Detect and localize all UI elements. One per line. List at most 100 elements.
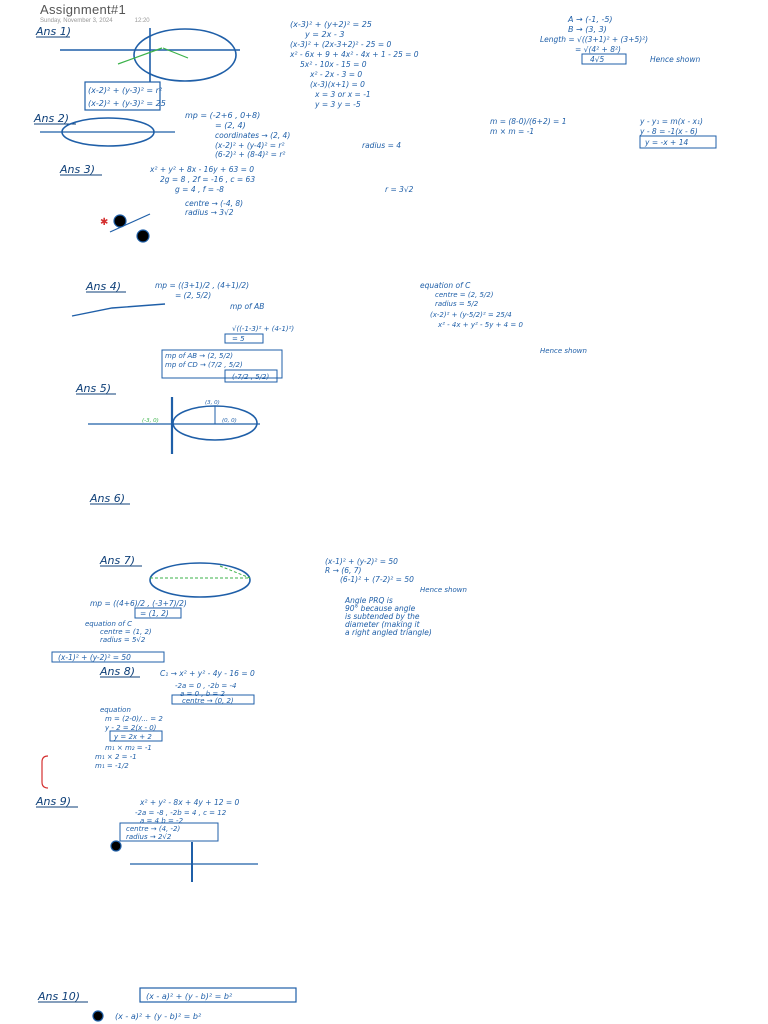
page-time: 12:20	[134, 18, 150, 24]
answer-label: Ans 5)	[75, 382, 111, 395]
note-line: g = 4 , f = -8	[175, 185, 224, 194]
note-line: equation	[100, 706, 131, 714]
note-line: centre → (0, 2)	[182, 697, 234, 705]
note-line: radius = 5√2	[100, 636, 146, 644]
note-line: -2a = -8 , -2b = 4 , c = 12	[135, 809, 227, 817]
circled-letter	[110, 840, 122, 852]
note-line: mp = (-2+6 , 0+8)	[185, 111, 260, 120]
note-line: y = 2x - 3	[304, 30, 344, 39]
note-line: m₁ × 2 = -1	[95, 753, 137, 761]
answer-label: Ans 3)	[59, 163, 95, 176]
answer-label: Ans 1)	[35, 25, 71, 38]
answer-label: Ans 9)	[35, 795, 71, 808]
note-line: x² + y² + 8x - 16y + 63 = 0	[149, 165, 254, 174]
star-icon: ✱	[100, 217, 108, 228]
answer-box	[134, 607, 182, 619]
page-date: Sunday, November 3, 2024	[40, 18, 113, 24]
answer-3: Ans 3) x² + y² + 8x - 16y + 63 = 0 2g = …	[59, 163, 414, 243]
note-line: = (1, 2)	[140, 609, 169, 618]
answer-box	[639, 135, 717, 149]
note-line: mp of AB	[230, 302, 264, 311]
note-line: x² - 4x + y² - 5y + 4 = 0	[437, 321, 523, 329]
radius-line	[162, 47, 189, 59]
note-line: y = 3 y = -5	[314, 100, 361, 109]
note-line: A → (-1, -5)	[567, 15, 613, 24]
note-line: C₁ → x² + y² - 4y - 16 = 0	[160, 669, 255, 678]
note-line: x = 3 or x = -1	[314, 90, 371, 99]
note-line: Length = √((3+1)² + (3+5)²)	[540, 35, 648, 44]
page-meta: Sunday, November 3, 2024 12:20	[40, 18, 150, 24]
note-line: radius = 5/2	[435, 300, 479, 308]
note-line: (x-2)² + (y-5/2)² = 25/4	[430, 311, 512, 319]
note-line: (x-3)² + (2x-3+2)² - 25 = 0	[290, 40, 392, 49]
page-title: Assignment#1	[40, 2, 126, 17]
red-bracket	[41, 755, 49, 789]
note-line: 5x² - 10x - 15 = 0	[300, 60, 367, 69]
note-line: a right angled triangle)	[345, 628, 432, 637]
note-line: = 5	[232, 335, 245, 343]
circle-diagram	[149, 562, 251, 598]
circled-letter	[92, 1010, 104, 1022]
answer-box	[581, 53, 627, 65]
note-line: (x-1)² + (y-2)² = 50	[325, 557, 398, 566]
circled-letter	[136, 229, 150, 243]
note-line: y = 2x + 2	[113, 733, 152, 741]
answer-label: Ans 8)	[99, 665, 135, 678]
note-line: √((-1-3)² + (4-1)²)	[232, 325, 294, 333]
note-line: = (2, 5/2)	[175, 291, 211, 300]
circle-diagram	[88, 397, 260, 454]
answer-8: Ans 8) C₁ → x² + y² - 4y - 16 = 0 -2a = …	[41, 665, 255, 789]
answer-5: Ans 5) (3, 0) (0, 0) (-3, 0)	[75, 382, 260, 454]
answer-2: Ans 2) mp = (-2+6 , 0+8) = (2, 4) coordi…	[33, 111, 717, 159]
note-line: m = (8-0)/(6+2) = 1	[490, 117, 567, 126]
note-line: centre → (4, -2)	[126, 825, 180, 833]
note-line: equation of C	[85, 620, 132, 628]
note-line: Hence shown	[650, 55, 701, 64]
note-line: m = (2-0)/... = 2	[105, 715, 163, 723]
note-line: radius → 3√2	[185, 208, 234, 217]
answer-label: Ans 4)	[85, 280, 121, 293]
circle-curve	[133, 28, 237, 82]
note-line: 2g = 8 , 2f = -16 , c = 63	[160, 175, 255, 184]
note-line: -2a = 0 , -2b = -4	[175, 682, 236, 690]
note-line: radius = 4	[362, 141, 401, 150]
note-line: mp = ((4+6)/2 , (-3+7)/2)	[90, 599, 187, 608]
page-header: Assignment#1 Sunday, November 3, 2024 12…	[40, 2, 150, 24]
note-line: x² - 6x + 9 + 4x² - 4x + 1 - 25 = 0	[289, 50, 419, 59]
answer-label: Ans 6)	[89, 492, 125, 505]
answer-4: Ans 4) mp = ((3+1)/2 , (4+1)/2) = (2, 5/…	[71, 280, 587, 383]
note-line: x² + y² - 8x + 4y + 12 = 0	[139, 798, 240, 807]
note-line: (x-2)² + (y-3)² = r²	[88, 86, 163, 95]
note-line: Angle PRQ is	[344, 596, 393, 605]
circled-letter	[113, 214, 127, 228]
note-line: (6-2)² + (8-4)² = r²	[215, 150, 285, 159]
note-line: (x-2)² + (y-3)² = 25	[88, 99, 166, 108]
note-line: R → (6, 7)	[325, 566, 362, 575]
note-line: (x-3)² + (y+2)² = 25	[290, 20, 372, 29]
answer-box	[51, 651, 165, 663]
note-line: Hence shown	[420, 586, 467, 594]
answer-7: Ans 7) (x-1)² + (y-2)² = 50 R → (6, 7) (…	[51, 554, 467, 663]
answer-box	[119, 822, 219, 842]
note-line: centre = (1, 2)	[100, 628, 152, 636]
answer-box	[139, 987, 297, 1003]
note-line: mp of CD → (7/2 , 5/2)	[165, 361, 243, 369]
answer-6: Ans 6)	[89, 492, 130, 505]
circle-diagram	[60, 28, 240, 82]
note-line: (x-2)² + (y-4)² = r²	[215, 141, 284, 150]
note-line: a = 4 b = -2	[140, 817, 184, 825]
note-line: diameter (making it	[345, 620, 421, 629]
note-line: a = 0 , b = 2	[180, 690, 225, 698]
answer-box	[224, 333, 264, 344]
answer-box	[171, 694, 255, 705]
circle-curve	[61, 117, 155, 147]
note-line: mp = ((3+1)/2 , (4+1)/2)	[155, 281, 249, 290]
circle-curve	[149, 562, 251, 598]
answer-box	[161, 349, 283, 379]
point-label: (0, 0)	[222, 418, 237, 424]
note-line: coordinates → (2, 4)	[215, 131, 290, 140]
note-line: m₁ = -1/2	[95, 762, 129, 770]
circle-diagram	[40, 117, 175, 147]
answer-10: Ans 10) (x - a)² + (y - b)² = b² (x - a)…	[37, 987, 297, 1022]
